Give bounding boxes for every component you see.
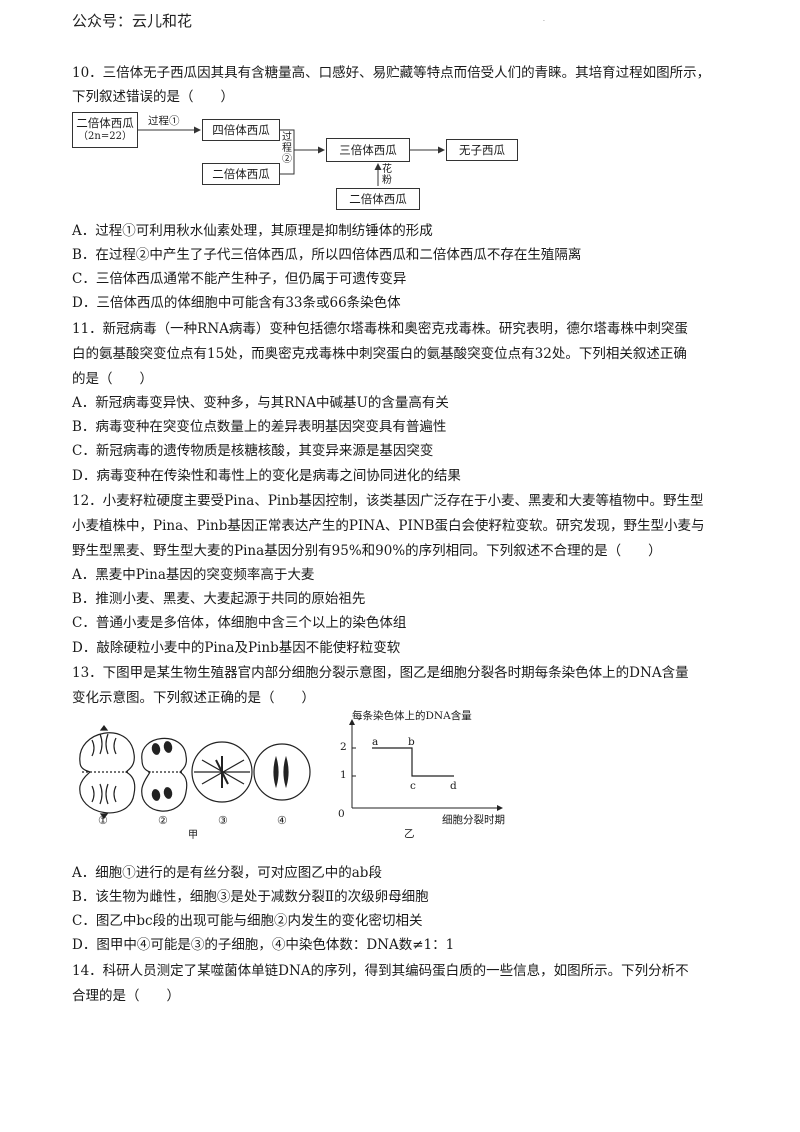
q12-option-d: D．敲除硬粒小麦中的Pina及Pinb基因不能使籽粒变软 <box>72 640 401 656</box>
cell-1-drawing <box>79 725 136 819</box>
dna-content-line <box>372 747 454 777</box>
q11-stem-line1: 11．新冠病毒（一种RNA病毒）变种包括德尔塔毒株和奥密克戎毒株。研究表明，德尔… <box>72 321 688 337</box>
q14-stem-line2: 合理的是（ ） <box>72 988 180 1004</box>
diploid-b-box: 二倍体西瓜 <box>202 163 280 185</box>
seedless-box: 无子西瓜 <box>446 139 518 161</box>
point-a-label: a <box>372 736 379 748</box>
graph-svg <box>349 719 503 811</box>
q10-option-a: A．过程①可利用秋水仙素处理，其原理是抑制纺锤体的形成 <box>72 223 433 239</box>
diploid-a-chromosome-label: （2n=22） <box>78 131 132 142</box>
q13-option-a: A．细胞①进行的是有丝分裂，可对应图乙中的ab段 <box>72 865 382 881</box>
diploid-watermelon-parent-box: 二倍体西瓜 （2n=22） <box>72 112 138 148</box>
q11-stem-line3: 的是（ ） <box>72 371 153 387</box>
triploid-box: 三倍体西瓜 <box>326 138 410 162</box>
diploid-a-label: 二倍体西瓜 <box>76 116 134 130</box>
q10-stem-line2: 下列叙述错误的是（ ） <box>72 89 234 105</box>
cell-3-drawing <box>191 741 253 803</box>
q13-option-c: C．图乙中bc段的出现可能与细胞②内发生的变化密切相关 <box>72 913 423 929</box>
cell-drawings <box>79 725 311 819</box>
q12-option-b: B．推测小麦、黑麦、大麦起源于共同的原始祖先 <box>72 591 366 607</box>
graph-tick-1: 1 <box>340 769 347 781</box>
q13-stem-line2: 变化示意图。下列叙述正确的是（ ） <box>72 690 315 706</box>
graph-y-axis-label: 每条染色体上的DNA含量 <box>352 710 472 722</box>
q12-option-c: C．普通小麦是多倍体，体细胞中含三个以上的染色体组 <box>72 615 407 631</box>
q13-stem-line1: 13．下图甲是某生物生殖器官内部分细胞分裂示意图，图乙是细胞分裂各时期每条染色体… <box>72 665 689 681</box>
cell-1-label: ① <box>98 814 108 827</box>
graph-tick-2: 2 <box>340 741 347 753</box>
cell-2-drawing <box>141 737 188 812</box>
q13-cell-division-figure: ① ② ③ ④ 甲 <box>72 720 322 841</box>
point-c-label: c <box>410 780 416 792</box>
tetraploid-box: 四倍体西瓜 <box>202 119 280 141</box>
cell-4-drawing <box>253 743 311 801</box>
point-d-label: d <box>450 780 457 792</box>
process1-label: 过程① <box>148 115 180 127</box>
q11-option-a: A．新冠病毒变异快、变种多，与其RNA中碱基U的含量高有关 <box>72 395 449 411</box>
q10-option-b: B．在过程②中产生了子代三倍体西瓜，所以四倍体西瓜和二倍体西瓜不存在生殖隔离 <box>72 247 582 263</box>
point-b-label: b <box>408 736 415 748</box>
q13-option-d: D．图甲中④可能是③的子细胞，④中染色体数：DNA数≠1：1 <box>72 937 455 953</box>
q10-breeding-diagram: 二倍体西瓜 （2n=22） 过程① 四倍体西瓜 过程② 二倍体西瓜 三倍体西瓜 … <box>72 108 522 214</box>
process2-label: 过程② <box>282 132 292 165</box>
figure-yi-caption: 乙 <box>404 828 415 840</box>
figure-jia-caption: 甲 <box>188 830 198 841</box>
cell-3-label: ③ <box>218 814 228 827</box>
q12-option-a: A．黑麦中Pina基因的突变频率高于大麦 <box>72 567 315 583</box>
q11-stem-line2: 白的氨基酸突变位点有15处，而奥密克戎毒株中刺突蛋白的氨基酸突变位点有32处。下… <box>72 346 687 362</box>
q12-stem-line2: 小麦植株中，Pina、Pinb基因正常表达产生的PINA、PINB蛋白会使籽粒变… <box>72 518 705 534</box>
q14-stem-line1: 14．科研人员测定了某噬菌体单链DNA的序列，得到其编码蛋白质的一些信息，如图所… <box>72 963 689 979</box>
q13-dna-content-graph: 每条染色体上的DNA含量 2 1 0 a b c d 细胞分裂时期 乙 <box>330 708 530 844</box>
q12-stem-line3: 野生型黑麦、野生型大麦的Pina基因分别有95%和90%的序列相同。下列叙述不合… <box>72 543 662 559</box>
pollen-label: 花粉 <box>382 164 392 186</box>
q13-option-b: B．该生物为雌性，细胞③是处于减数分裂Ⅱ的次级卵母细胞 <box>72 889 429 905</box>
flow-arrows <box>138 126 445 186</box>
account-header: 公众号：云儿和花 <box>72 12 193 30</box>
cell-4-label: ④ <box>277 814 287 827</box>
stray-dot: . <box>543 16 545 23</box>
graph-origin: 0 <box>338 808 345 820</box>
diploid-c-box: 二倍体西瓜 <box>336 188 420 210</box>
q11-option-c: C．新冠病毒的遗传物质是核糖核酸，其变异来源是基因突变 <box>72 443 434 459</box>
q11-option-d: D．病毒变种在传染性和毒性上的变化是病毒之间协同进化的结果 <box>72 468 461 484</box>
q10-stem-line1: 10．三倍体无子西瓜因其具有含糖量高、口感好、易贮藏等特点而倍受人们的青睐。其培… <box>72 65 711 81</box>
q12-stem-line1: 12．小麦籽粒硬度主要受Pina、Pinb基因控制，该类基因广泛存在于小麦、黑麦… <box>72 493 704 509</box>
q10-option-c: C．三倍体西瓜通常不能产生种子，但仍属于可遗传变异 <box>72 271 407 287</box>
graph-x-axis-label: 细胞分裂时期 <box>442 814 505 826</box>
q11-option-b: B．病毒变种在突变位点数量上的差异表明基因突变具有普遍性 <box>72 419 447 435</box>
q10-option-d: D．三倍体西瓜的体细胞中可能含有33条或66条染色体 <box>72 295 401 311</box>
cell-2-label: ② <box>158 814 168 827</box>
